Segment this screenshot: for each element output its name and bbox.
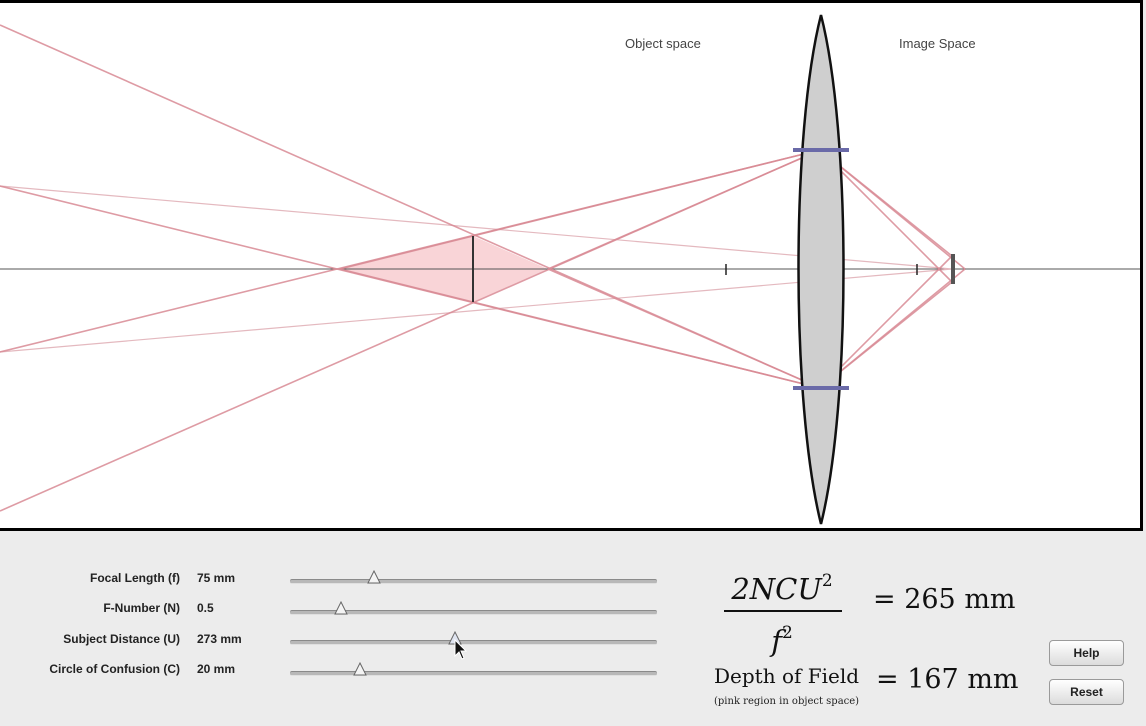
control-panel: Focal Length (f) 75 mm F-Number (N) 0.5 … (0, 531, 1146, 726)
formula-denominator: f2 (712, 616, 852, 658)
f-number-slider[interactable] (290, 601, 657, 619)
slider-thumb[interactable] (334, 601, 349, 615)
numerator-text: 2NCU (731, 572, 822, 606)
slider-track (290, 579, 657, 584)
focal-length-slider[interactable] (290, 570, 657, 588)
denominator-exponent: 2 (781, 623, 793, 643)
marginal-rays (0, 24, 966, 512)
fraction-bar (724, 610, 842, 612)
slider-track (290, 640, 657, 645)
mouse-cursor-icon (454, 639, 468, 660)
circle-of-confusion-value: 20 mm (197, 662, 236, 676)
f-number-label: F-Number (N) (103, 601, 180, 615)
focal-length-label: Focal Length (f) (90, 571, 180, 585)
circle-of-confusion-slider[interactable] (290, 662, 657, 680)
dof-note: (pink region in object space) (714, 696, 860, 707)
circle-of-confusion-label: Circle of Confusion (C) (49, 662, 180, 676)
slider-track (290, 671, 657, 676)
dof-label: Depth of Field (714, 664, 860, 688)
chief-rays (0, 185, 953, 353)
object-space-label: Object space (625, 36, 701, 51)
numerator-exponent: 2 (821, 571, 833, 591)
slider-thumb[interactable] (352, 662, 367, 676)
denominator-text: f (771, 624, 782, 658)
f-number-value: 0.5 (197, 601, 214, 615)
slider-thumb[interactable] (367, 570, 382, 584)
help-button[interactable]: Help (1049, 640, 1124, 666)
reset-button[interactable]: Reset (1049, 679, 1124, 705)
image-space-label: Image Space (899, 36, 976, 51)
dof-formula: 2NCU2 f2 (712, 564, 852, 658)
focal-length-value: 75 mm (197, 571, 236, 585)
subject-distance-label: Subject Distance (U) (63, 632, 180, 646)
ray-diagram (0, 14, 1140, 525)
subject-distance-slider[interactable] (290, 631, 657, 649)
dof-result: = 167 mm (876, 664, 1019, 695)
formula-numerator: 2NCU2 (712, 564, 852, 606)
lens[interactable] (797, 14, 845, 525)
slider-track (290, 610, 657, 615)
optics-canvas[interactable]: Object space Image Space (0, 0, 1143, 531)
subject-distance-value: 273 mm (197, 632, 242, 646)
formula-result: = 265 mm (873, 584, 1016, 615)
